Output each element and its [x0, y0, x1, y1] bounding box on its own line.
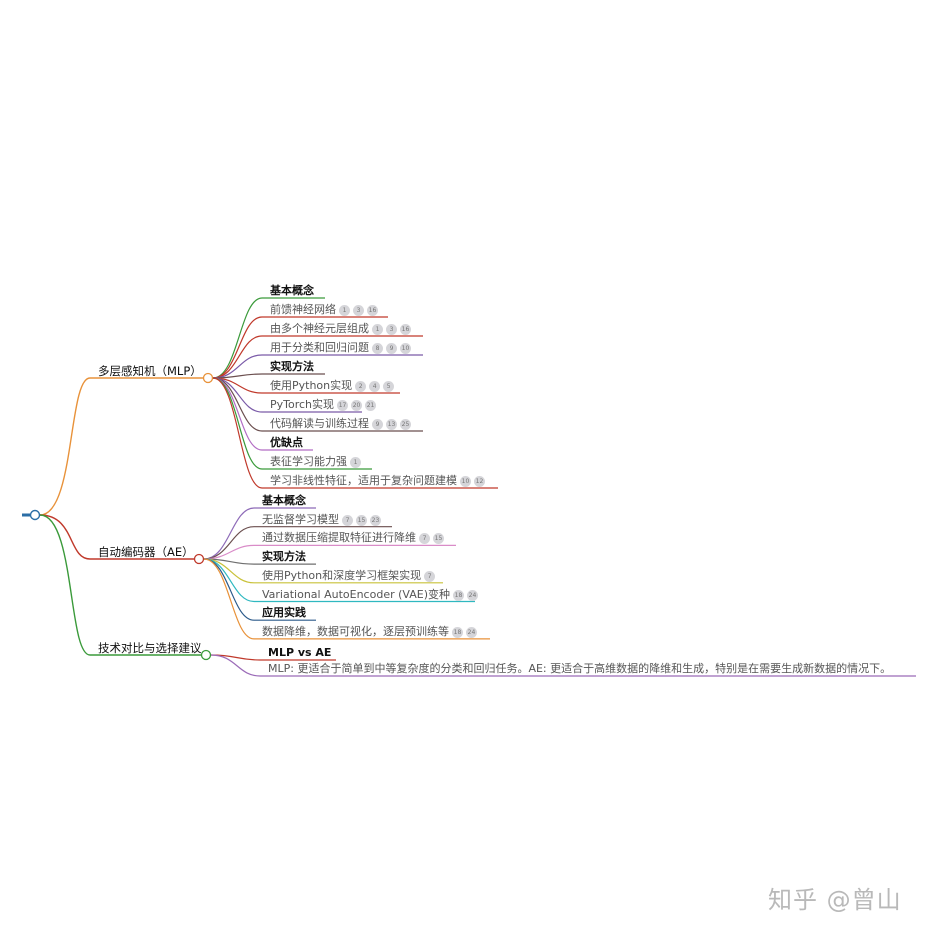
reference-badge[interactable]: 15	[356, 514, 367, 526]
reference-badge[interactable]: 20	[351, 400, 363, 411]
node-label: PyTorch实现	[270, 398, 335, 411]
node-label: 实现方法	[270, 360, 314, 373]
node-label: MLP vs AE	[268, 646, 332, 659]
reference-badge[interactable]: 23	[370, 514, 381, 526]
reference-badge[interactable]: 16	[400, 324, 411, 335]
reference-badge[interactable]: 1	[339, 305, 350, 316]
category-node[interactable]: 实现方法	[262, 550, 306, 564]
node-label: 实现方法	[262, 550, 306, 564]
node-label: 通过数据压缩提取特征进行降维	[262, 531, 416, 545]
reference-badge[interactable]: 9	[372, 419, 383, 430]
node-label: 数据降维，数据可视化，逐层预训练等	[262, 624, 449, 638]
reference-badge[interactable]: 15	[433, 533, 444, 545]
reference-badge[interactable]: 25	[400, 419, 411, 430]
reference-badge[interactable]: 3	[353, 305, 364, 316]
node-label: Variational AutoEncoder (VAE)变种	[262, 587, 450, 601]
reference-badge[interactable]: 13	[386, 419, 397, 430]
leaf-node[interactable]: MLP: 更适合于简单到中等复杂度的分类和回归任务。AE: 更适合于高维数据的降…	[268, 662, 891, 676]
reference-badge[interactable]: 18	[452, 626, 463, 638]
reference-badge[interactable]: 5	[383, 381, 395, 392]
node-label: 用于分类和回归问题	[270, 341, 369, 354]
branch-label-1[interactable]: 自动编码器（AE）	[98, 545, 194, 559]
branch-label-2[interactable]: 技术对比与选择建议	[98, 641, 202, 655]
reference-badge[interactable]: 18	[452, 589, 464, 601]
category-node[interactable]: 应用实践	[262, 606, 306, 620]
node-label: 前馈神经网络	[270, 303, 336, 316]
reference-badge[interactable]: 7	[424, 570, 436, 582]
reference-badge[interactable]: 10	[400, 343, 411, 354]
reference-badge[interactable]: 21	[365, 400, 377, 411]
node-label: 由多个神经元层组成	[270, 322, 369, 335]
reference-badge[interactable]: 17	[337, 400, 349, 411]
category-node[interactable]: 基本概念	[270, 284, 314, 298]
node-label: 使用Python和深度学习框架实现	[262, 568, 422, 582]
reference-badge[interactable]: 12	[474, 476, 485, 487]
node-label: 表征学习能力强	[270, 455, 347, 468]
reference-badge[interactable]: 1	[350, 457, 361, 468]
node-label: 无监督学习模型	[262, 512, 339, 526]
node-label: 基本概念	[270, 284, 314, 297]
node-label: 学习非线性特征，适用于复杂问题建模	[270, 474, 457, 487]
reference-badge[interactable]: 1	[372, 324, 383, 335]
node-label: 应用实践	[262, 606, 306, 620]
reference-badge[interactable]: 3	[386, 324, 397, 335]
reference-badge[interactable]: 10	[460, 476, 471, 487]
category-node[interactable]: 优缺点	[270, 436, 303, 450]
branch-label-0[interactable]: 多层感知机（MLP）	[98, 364, 202, 378]
reference-badge[interactable]: 16	[367, 305, 378, 316]
reference-badge[interactable]: 8	[372, 343, 383, 354]
watermark: 知乎 @曾山	[768, 886, 902, 914]
node-label: MLP: 更适合于简单到中等复杂度的分类和回归任务。AE: 更适合于高维数据的降…	[268, 662, 892, 675]
category-node[interactable]: MLP vs AE	[268, 646, 331, 660]
reference-badge[interactable]: 7	[419, 533, 430, 545]
node-label: 基本概念	[262, 494, 306, 507]
reference-badge[interactable]: 4	[369, 381, 381, 392]
reference-badge[interactable]: 9	[386, 343, 397, 354]
node-label: 使用Python实现	[270, 379, 353, 392]
reference-badge[interactable]: 24	[466, 626, 477, 638]
node-label: 代码解读与训练过程	[270, 417, 369, 430]
node-label: 优缺点	[270, 436, 303, 449]
reference-badge[interactable]: 2	[355, 381, 367, 392]
category-node[interactable]: 实现方法	[270, 360, 314, 374]
category-node[interactable]: 基本概念	[262, 494, 306, 508]
reference-badge[interactable]: 24	[466, 589, 478, 601]
reference-badge[interactable]: 7	[342, 514, 353, 526]
